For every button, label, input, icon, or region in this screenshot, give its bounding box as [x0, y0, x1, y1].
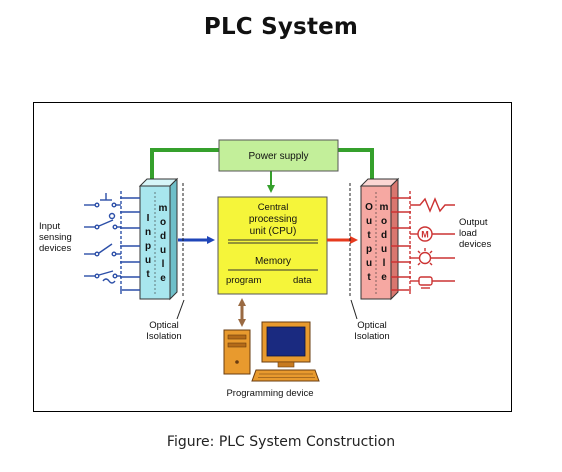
- power-line-to-output: [338, 148, 376, 189]
- output-word-column: Output: [365, 202, 373, 283]
- input-word-letter: t: [146, 269, 150, 280]
- toggle-switch-icon: [84, 243, 121, 257]
- output-word-letter: t: [367, 230, 371, 241]
- power-supply-box: [218, 139, 339, 172]
- computer-screen: [266, 326, 306, 357]
- optical-isolation-pointer-left: [176, 299, 185, 320]
- solenoid-icon: [410, 276, 455, 289]
- input-devices-line-2: sensing: [39, 232, 72, 243]
- power-supply-label: Power supply: [248, 151, 308, 162]
- programming-device-label: Programming device: [226, 388, 313, 399]
- pressure-switch-icon: [84, 270, 121, 284]
- cpu-box: [217, 196, 328, 295]
- pushbutton-switch-icon: [84, 193, 121, 208]
- input-devices-line-3: devices: [39, 243, 71, 254]
- power-line-to-input: [148, 148, 219, 189]
- output-word-letter: O: [365, 202, 373, 213]
- input-module-side: [169, 177, 178, 301]
- figure-caption: Figure: PLC System Construction: [166, 434, 396, 450]
- output-word-letter: p: [366, 244, 372, 255]
- input-word-letter: p: [145, 241, 151, 252]
- computer-icon: [223, 321, 320, 382]
- input-module-word-letter: u: [160, 245, 166, 256]
- input-word-letter: I: [147, 213, 150, 224]
- input-module-word-letter: e: [160, 273, 166, 284]
- input-word-letter: u: [145, 255, 151, 266]
- computer-keyboard: [251, 369, 320, 382]
- output-devices-line-1: Output: [459, 217, 488, 228]
- input-module-word-letter: d: [160, 231, 166, 242]
- input-word-column: Input: [145, 213, 151, 280]
- output-module-word-letter: u: [381, 244, 387, 255]
- memory-label: Memory: [255, 256, 291, 267]
- output-module: [359, 177, 400, 301]
- output-module-word-letter: e: [381, 272, 387, 283]
- optical-isolation-right-line-1: Optical: [357, 320, 387, 331]
- program-label: program: [226, 275, 261, 286]
- heater-coil-icon: [410, 197, 455, 213]
- input-switches: [84, 191, 140, 295]
- output-word-letter: u: [366, 216, 372, 227]
- lamp-icon: [410, 248, 455, 266]
- input-module-word-letter: o: [160, 217, 166, 228]
- output-module-word-letter: o: [381, 216, 387, 227]
- input-devices-line-1: Input: [39, 221, 60, 232]
- data-label: data: [293, 275, 312, 286]
- output-module-word-letter: l: [383, 258, 386, 269]
- diagram-frame: [33, 102, 512, 412]
- input-module-word-letter: l: [162, 259, 165, 270]
- output-module-side: [390, 177, 399, 301]
- cpu-label-line-2: processing: [249, 214, 297, 225]
- motor-symbol-label: M: [421, 230, 429, 240]
- output-loads: [391, 191, 455, 295]
- limit-switch-icon: [84, 212, 121, 230]
- optical-isolation-right-line-2: Isolation: [354, 331, 389, 342]
- output-word-letter: u: [366, 258, 372, 269]
- output-module-word-letter: d: [381, 230, 387, 241]
- power-distribution-lines: [148, 148, 376, 193]
- optical-isolation-left-line-2: Isolation: [146, 331, 181, 342]
- motor-icon: [410, 226, 455, 242]
- optical-isolation-pointer-right: [350, 299, 358, 320]
- output-devices-line-2: load: [459, 228, 477, 239]
- optical-isolation-left-line-1: Optical: [149, 320, 179, 331]
- output-devices-line-3: devices: [459, 239, 491, 250]
- input-module: [138, 177, 179, 301]
- input-word-letter: n: [145, 227, 151, 238]
- page-title: PLC System: [203, 14, 359, 40]
- output-module-word-letter: m: [380, 202, 389, 213]
- input-module-word-letter: m: [159, 203, 168, 214]
- cpu-label-line-1: Central: [258, 202, 289, 213]
- cpu-label-line-3: unit (CPU): [250, 226, 297, 237]
- output-word-letter: t: [367, 272, 371, 283]
